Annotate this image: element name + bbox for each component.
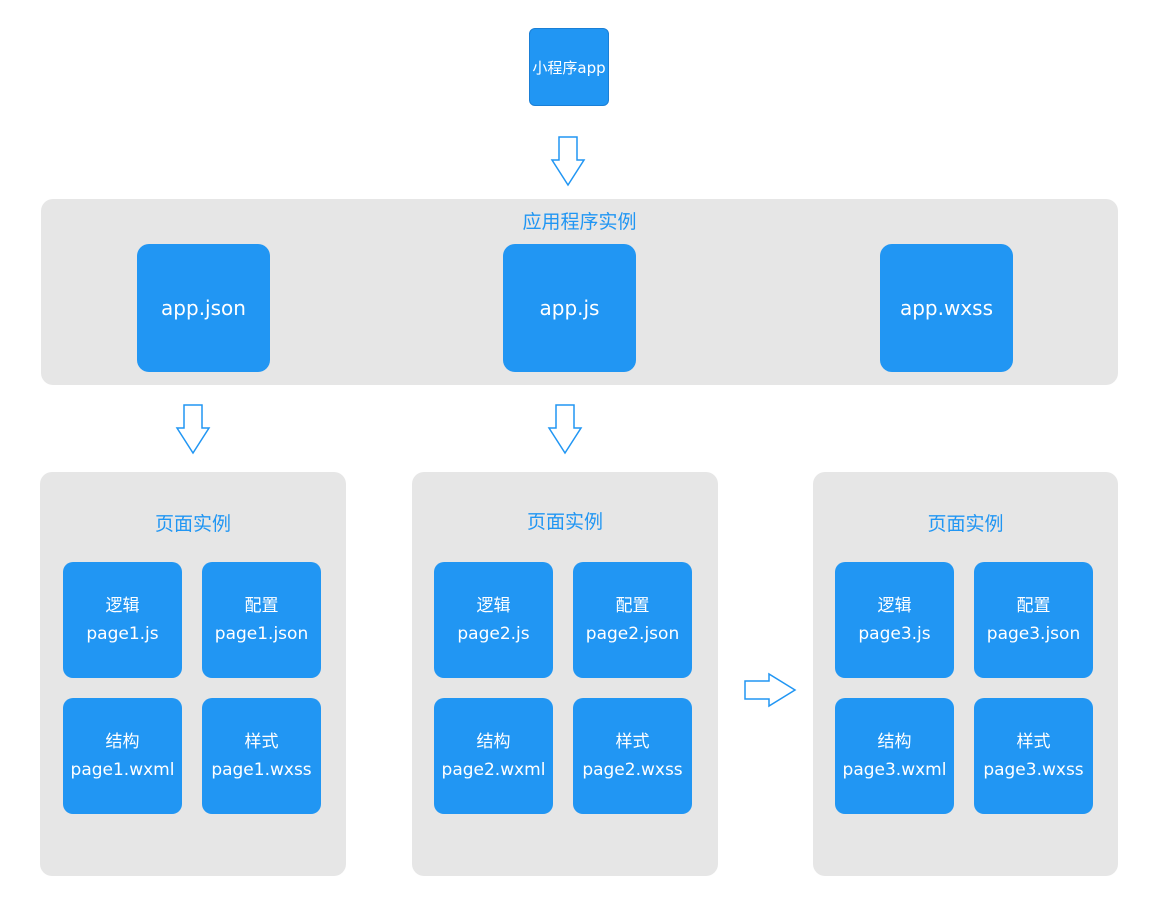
arrow-down-icon	[175, 404, 211, 455]
tile-role: 结构	[476, 732, 511, 752]
tile-role: 结构	[877, 732, 912, 752]
structure-tile: 结构 page2.wxml	[434, 698, 553, 814]
tile-role: 配置	[244, 596, 279, 616]
arrow-down-icon	[550, 136, 586, 187]
tile-file: page1.wxml	[70, 760, 175, 780]
tile-file: page1.js	[86, 624, 159, 644]
style-tile: 样式 page3.wxss	[974, 698, 1093, 814]
tile-role: 样式	[244, 732, 279, 752]
config-tile: 配置 page1.json	[202, 562, 321, 678]
structure-tile: 结构 page1.wxml	[63, 698, 182, 814]
app-json-label: app.json	[161, 296, 246, 320]
logic-tile: 逻辑 page1.js	[63, 562, 182, 678]
style-tile: 样式 page2.wxss	[573, 698, 692, 814]
page-instance-title: 页面实例	[154, 513, 231, 535]
style-tile: 样式 page1.wxss	[202, 698, 321, 814]
logic-tile: 逻辑 page3.js	[835, 562, 954, 678]
tile-role: 样式	[1016, 732, 1051, 752]
page-instance-title: 页面实例	[526, 511, 603, 533]
tile-file: page3.json	[986, 624, 1081, 644]
tile-file: page3.js	[858, 624, 931, 644]
app-node: 小程序app	[529, 28, 609, 106]
app-wxss-label: app.wxss	[899, 296, 994, 320]
logic-tile: 逻辑 page2.js	[434, 562, 553, 678]
tile-file: page2.js	[457, 624, 530, 644]
app-node-label: 小程序app	[532, 58, 606, 77]
app-json-tile: app.json	[137, 244, 270, 372]
tile-role: 结构	[105, 732, 140, 752]
config-tile: 配置 page3.json	[974, 562, 1093, 678]
app-js-label: app.js	[539, 296, 600, 320]
tile-file: page2.json	[585, 624, 680, 644]
tile-role: 配置	[1016, 596, 1051, 616]
structure-tile: 结构 page3.wxml	[835, 698, 954, 814]
tile-file: page2.wxml	[441, 760, 546, 780]
tile-file: page3.wxml	[842, 760, 947, 780]
tile-file: page1.json	[214, 624, 309, 644]
tile-role: 样式	[615, 732, 650, 752]
tile-role: 逻辑	[476, 596, 511, 616]
app-instance-title: 应用程序实例	[522, 211, 637, 233]
app-wxss-tile: app.wxss	[880, 244, 1013, 372]
tile-file: page1.wxss	[211, 760, 312, 780]
tile-file: page3.wxss	[983, 760, 1084, 780]
tile-role: 逻辑	[877, 596, 912, 616]
config-tile: 配置 page2.json	[573, 562, 692, 678]
tile-role: 配置	[615, 596, 650, 616]
arrow-down-icon	[547, 404, 583, 455]
tile-file: page2.wxss	[582, 760, 683, 780]
tile-role: 逻辑	[105, 596, 140, 616]
page-instance-title: 页面实例	[927, 513, 1004, 535]
app-js-tile: app.js	[503, 244, 636, 372]
arrow-right-icon	[744, 672, 797, 708]
